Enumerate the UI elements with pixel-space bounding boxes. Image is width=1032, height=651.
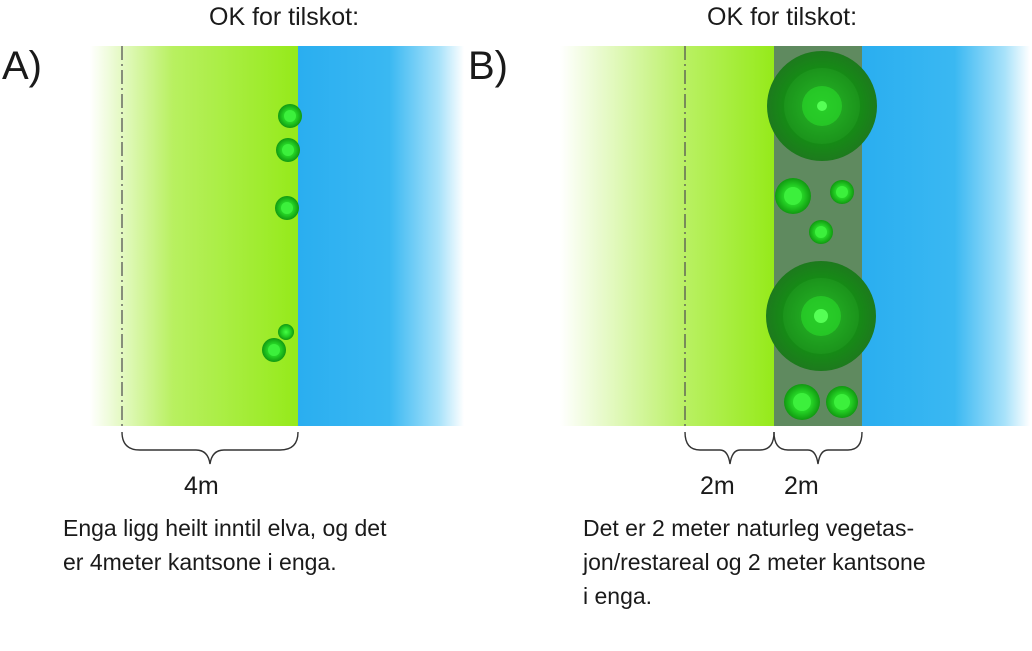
bush-icon — [775, 178, 811, 214]
panel-a-dimension-label: 4m — [184, 472, 219, 500]
bush-icon — [826, 386, 858, 418]
panel-b-title: OK for tilskot: — [707, 3, 858, 31]
panel-a-letter: A) — [2, 44, 42, 88]
panel-a-caption: Enga ligg heilt inntil elva, og det er 4… — [63, 515, 387, 575]
brace-2m-meadow — [684, 431, 775, 465]
bush-icon — [809, 220, 833, 244]
bush-icon — [278, 324, 294, 340]
bush-icon — [784, 384, 820, 420]
bush-icon — [278, 104, 302, 128]
panel-b-dimension-label-vegetation: 2m — [784, 472, 819, 500]
bush-icon — [830, 180, 854, 204]
tree-icon — [767, 51, 877, 161]
panel-b-caption: Det er 2 meter naturleg vegetas- jon/res… — [583, 515, 926, 609]
meadow-area-a — [90, 46, 298, 426]
panel-a-diagram — [90, 46, 464, 465]
small-bushes-b — [775, 178, 858, 420]
bush-icon — [276, 138, 300, 162]
river-area-b — [862, 46, 1030, 426]
tree-icon — [766, 261, 876, 371]
bush-icon — [262, 338, 286, 362]
panel-b-diagram — [560, 46, 1030, 465]
small-bushes-a — [262, 104, 302, 362]
panel-a-title: OK for tilskot: — [209, 3, 360, 31]
brace-4m — [121, 431, 299, 465]
river-area-a — [298, 46, 464, 426]
meadow-area-b — [560, 46, 774, 426]
panel-b-dimension-label-meadow: 2m — [700, 472, 735, 500]
bush-icon — [275, 196, 299, 220]
panel-b-letter: B) — [468, 44, 508, 88]
brace-2m-vegetation — [773, 431, 863, 465]
